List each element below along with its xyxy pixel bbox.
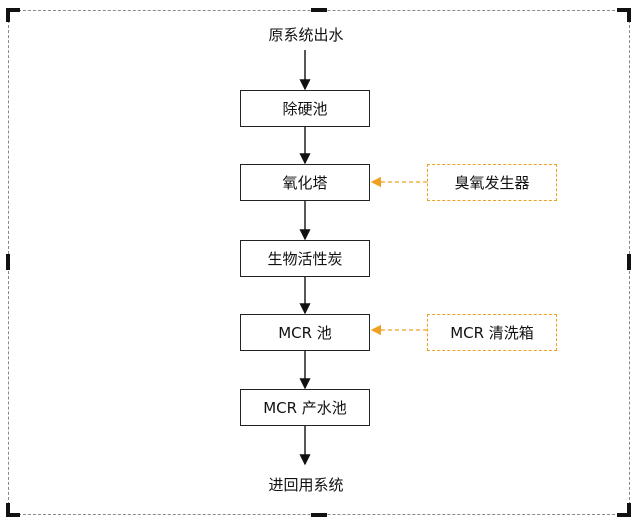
frame-handle-bottom-right[interactable] bbox=[617, 513, 631, 517]
process-step-5[interactable]: MCR 产水池 bbox=[240, 389, 370, 426]
frame-handle-bottom-mid[interactable] bbox=[311, 513, 327, 517]
process-step-3[interactable]: 生物活性炭 bbox=[240, 240, 370, 277]
frame-handle-top-left-v[interactable] bbox=[6, 8, 10, 22]
frame-handle-bottom-left-v[interactable] bbox=[6, 503, 10, 517]
start-label: 原系统出水 bbox=[268, 26, 344, 44]
frame-handle-top-mid[interactable] bbox=[311, 8, 327, 12]
frame-handle-top-left[interactable] bbox=[6, 8, 20, 12]
end-label: 进回用系统 bbox=[268, 476, 344, 494]
process-step-4[interactable]: MCR 池 bbox=[240, 314, 370, 351]
process-step-1[interactable]: 除硬池 bbox=[240, 90, 370, 127]
process-step-2[interactable]: 氧化塔 bbox=[240, 164, 370, 201]
frame-handle-left-mid[interactable] bbox=[6, 254, 10, 270]
auxiliary-unit-2[interactable]: MCR 清洗箱 bbox=[427, 314, 557, 351]
frame-handle-top-right-v[interactable] bbox=[627, 8, 631, 22]
frame-handle-bottom-right-v[interactable] bbox=[627, 503, 631, 517]
frame-handle-bottom-left[interactable] bbox=[6, 513, 20, 517]
auxiliary-unit-1[interactable]: 臭氧发生器 bbox=[427, 164, 557, 201]
frame-handle-right-mid[interactable] bbox=[627, 254, 631, 270]
frame-handle-top-right[interactable] bbox=[617, 8, 631, 12]
